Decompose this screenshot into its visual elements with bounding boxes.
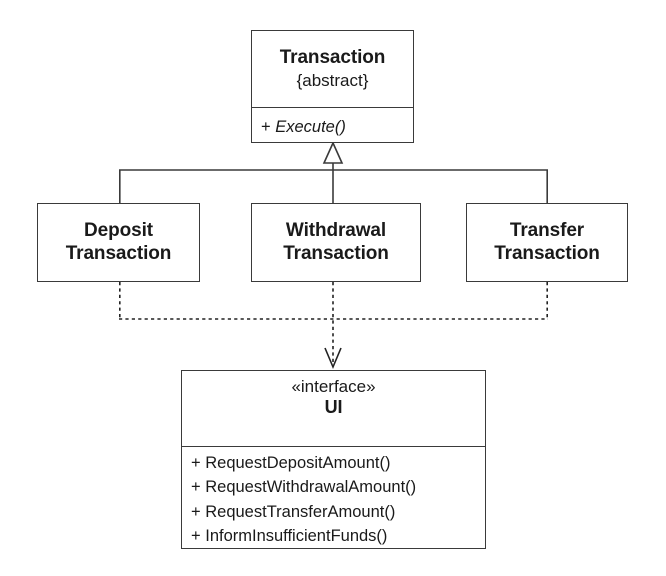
operation-request-deposit-amount: + RequestDepositAmount() bbox=[191, 451, 391, 475]
transaction-class-name: Transaction bbox=[279, 47, 386, 69]
class-box-deposit-transaction[interactable]: Deposit Transaction bbox=[37, 203, 200, 282]
open-arrowhead bbox=[324, 347, 342, 370]
withdrawal-name-compartment: Withdrawal Transaction bbox=[252, 204, 420, 281]
operation-request-transfer-amount: + RequestTransferAmount() bbox=[191, 500, 395, 524]
ui-operations-compartment: + RequestDepositAmount() + RequestWithdr… bbox=[182, 446, 485, 548]
deposit-class-name-line1: Deposit bbox=[84, 220, 153, 242]
ui-stereotype-label: «interface» bbox=[291, 377, 376, 396]
operation-signature: Execute() bbox=[275, 117, 346, 136]
class-box-withdrawal-transaction[interactable]: Withdrawal Transaction bbox=[251, 203, 421, 282]
transaction-name-compartment: Transaction {abstract} bbox=[252, 31, 413, 107]
dependency-edge bbox=[119, 282, 549, 364]
class-box-ui-interface[interactable]: «interface» UI + RequestDepositAmount() … bbox=[181, 370, 486, 549]
ui-class-name: UI bbox=[324, 397, 343, 418]
transfer-class-name-line1: Transfer bbox=[509, 220, 585, 242]
withdrawal-class-name-line2: Transaction bbox=[283, 242, 389, 264]
operation-signature: InformInsufficientFunds() bbox=[205, 526, 388, 545]
deposit-name-compartment: Deposit Transaction bbox=[38, 204, 199, 281]
class-box-transfer-transaction[interactable]: Transfer Transaction bbox=[466, 203, 628, 282]
operation-signature: RequestWithdrawalAmount() bbox=[205, 478, 417, 497]
operation-visibility: + bbox=[191, 478, 201, 497]
withdrawal-class-name-line1: Withdrawal bbox=[285, 220, 387, 242]
transaction-operations-compartment: + Execute() bbox=[252, 107, 413, 142]
operation-execute: + Execute() bbox=[261, 115, 346, 139]
operation-visibility: + bbox=[191, 454, 201, 472]
transfer-name-compartment: Transfer Transaction bbox=[467, 204, 627, 281]
deposit-class-name-line2: Transaction bbox=[65, 242, 172, 264]
transaction-abstract-modifier: {abstract} bbox=[296, 70, 369, 90]
operation-request-withdrawal-amount: + RequestWithdrawalAmount() bbox=[191, 475, 416, 499]
operation-visibility: + bbox=[191, 502, 201, 521]
operation-signature: RequestTransferAmount() bbox=[205, 502, 396, 521]
class-box-transaction[interactable]: Transaction {abstract} + Execute() bbox=[251, 30, 414, 143]
operation-visibility: + bbox=[191, 526, 201, 545]
hollow-triangle-arrowhead bbox=[322, 141, 344, 164]
ui-name-compartment: «interface» UI bbox=[182, 371, 485, 446]
operation-inform-insufficient-funds: + InformInsufficientFunds() bbox=[191, 524, 387, 548]
transfer-class-name-line2: Transaction bbox=[494, 242, 600, 264]
operation-signature: RequestDepositAmount() bbox=[205, 454, 391, 472]
operation-visibility: + bbox=[261, 117, 271, 136]
